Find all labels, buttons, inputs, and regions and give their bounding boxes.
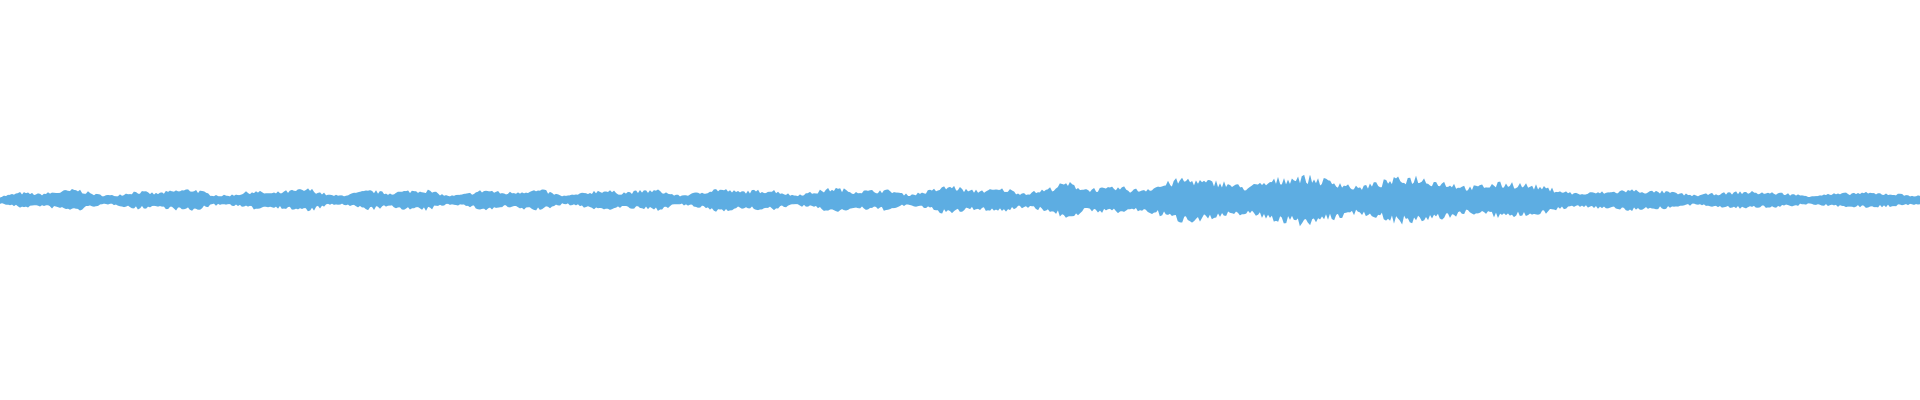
waveform-shape	[0, 174, 1920, 227]
